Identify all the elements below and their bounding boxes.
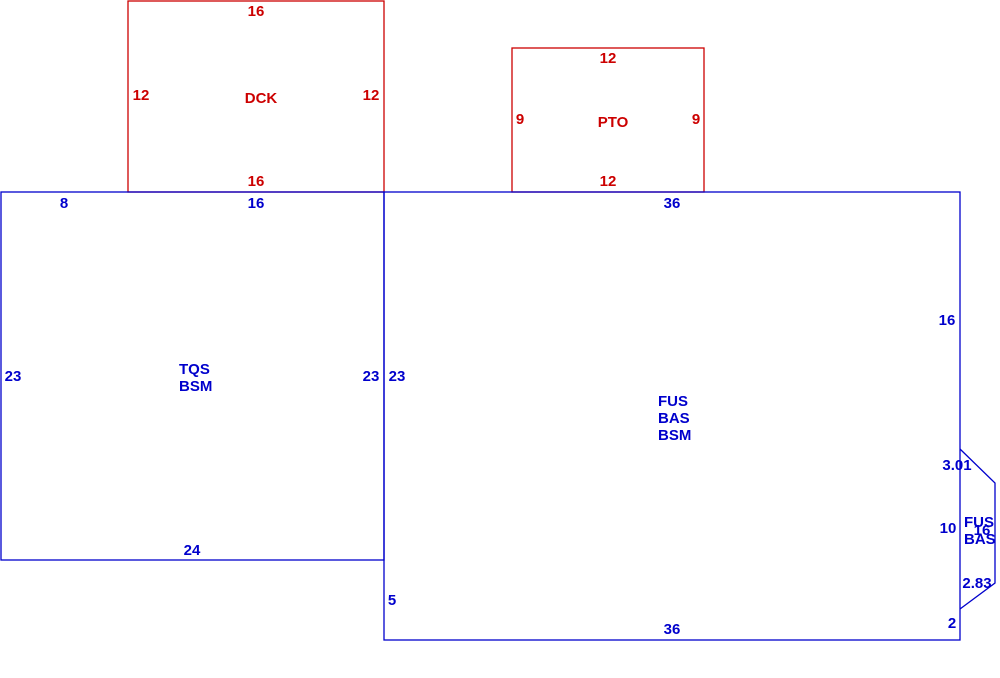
- bay-dim-lower-diag: 2.83: [962, 575, 991, 592]
- main-dim-left: 23: [389, 368, 406, 385]
- patio-area: PTO 12 9 9 12: [511, 47, 705, 193]
- bay-dim-upper-diag: 3.01: [942, 457, 971, 474]
- main-dim-top: 36: [664, 195, 681, 212]
- deck-label: DCK: [245, 90, 278, 107]
- tqs-area: TQS BSM 8 16 23 23 24: [0, 191, 385, 561]
- bay-label-line-2: BAS: [964, 531, 996, 548]
- bay-label-line-1: FUS: [964, 514, 994, 531]
- tqs-dim-top-right: 16: [248, 195, 265, 212]
- main-label-line-2: BAS: [658, 410, 690, 427]
- tqs-dim-top-left: 8: [60, 195, 68, 212]
- tqs-dim-left: 23: [5, 368, 22, 385]
- patio-dim-right: 9: [692, 111, 700, 128]
- deck-dim-top: 16: [248, 3, 265, 20]
- tqs-label-line-2: BSM: [179, 378, 212, 395]
- main-dim-bottom: 36: [664, 621, 681, 638]
- tqs-dim-right: 23: [363, 368, 380, 385]
- bay-area: FUS BAS 3.01 10 16 2.83: [940, 448, 996, 610]
- patio-label: PTO: [598, 114, 629, 131]
- tqs-dim-bottom: 24: [184, 542, 201, 559]
- deck-dim-left: 12: [133, 87, 150, 104]
- deck-dim-right: 12: [363, 87, 380, 104]
- main-dim-left-lower: 5: [388, 592, 396, 609]
- bay-dim-front: 16: [974, 522, 991, 539]
- main-outline: [383, 191, 961, 641]
- bay-outline: [959, 448, 996, 610]
- main-label-line-1: FUS: [658, 393, 688, 410]
- main-label-line-3: BSM: [658, 427, 691, 444]
- main-area: FUS BAS BSM 36 23 5 16 2 36: [383, 191, 961, 641]
- patio-dim-top: 12: [600, 50, 617, 67]
- patio-dim-bottom: 12: [600, 173, 617, 190]
- deck-area: DCK 16 12 12 16: [127, 0, 385, 193]
- bay-dim-wall: 10: [940, 520, 957, 537]
- deck-dim-bottom: 16: [248, 173, 265, 190]
- main-dim-right-lower: 2: [948, 615, 956, 632]
- patio-dim-left: 9: [516, 111, 524, 128]
- main-dim-right-upper: 16: [939, 312, 956, 329]
- tqs-label-line-1: TQS: [179, 361, 210, 378]
